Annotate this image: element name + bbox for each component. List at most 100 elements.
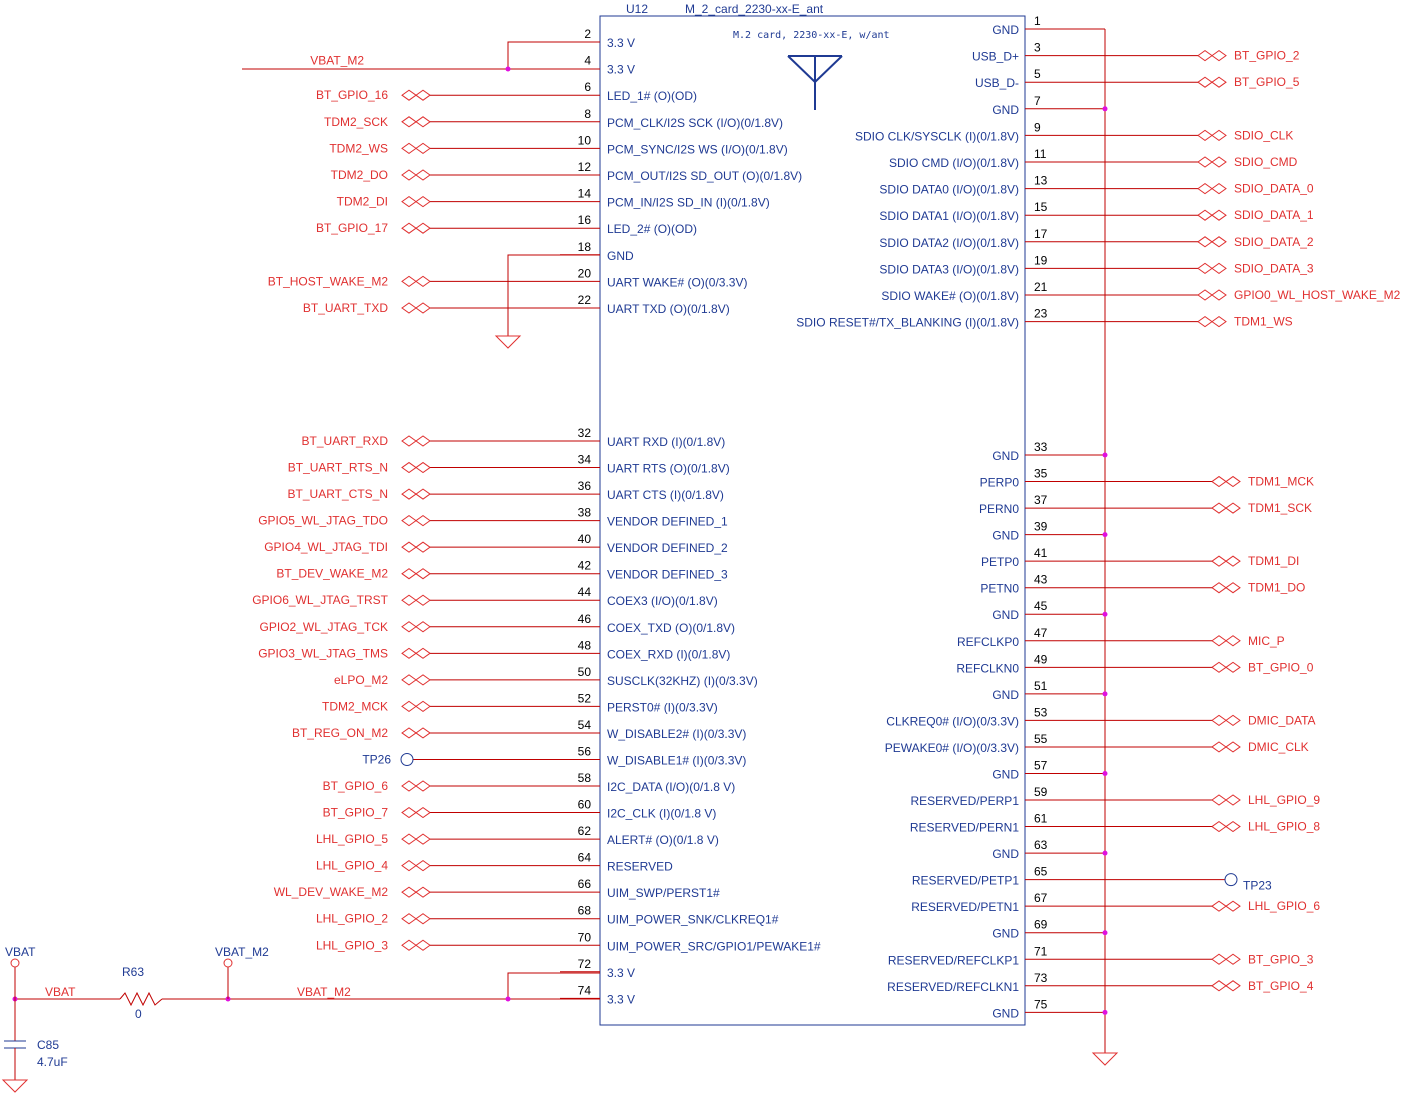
- net-label[interactable]: BT_GPIO_0: [1248, 660, 1314, 674]
- net-label[interactable]: GPIO0_WL_HOST_WAKE_M2: [1234, 288, 1401, 302]
- net-label[interactable]: LHL_GPIO_4: [316, 859, 388, 873]
- net-label[interactable]: BT_UART_RTS_N: [288, 461, 388, 475]
- port-icon: [415, 142, 431, 155]
- left-pin-2: 23.3 V: [560, 27, 635, 50]
- pin-name: PERN0: [979, 502, 1019, 516]
- net-label[interactable]: TDM1_MCK: [1248, 475, 1314, 489]
- net-label[interactable]: TDM2_WS: [329, 141, 388, 155]
- net-label[interactable]: GPIO3_WL_JTAG_TMS: [258, 646, 388, 660]
- net-label[interactable]: TDM2_DI: [337, 195, 388, 209]
- net-label[interactable]: BT_GPIO_4: [1248, 979, 1314, 993]
- net-label[interactable]: GPIO4_WL_JTAG_TDI: [264, 540, 388, 554]
- right-pin-5: USB_D-5BT_GPIO_5: [975, 67, 1300, 90]
- pin-name: UART RTS (O)(0/1.8V): [607, 462, 730, 476]
- pin-name: LED_1# (O)(OD): [607, 89, 697, 103]
- port-icon: [415, 886, 431, 898]
- port-icon: [1197, 156, 1213, 168]
- net-label[interactable]: TDM1_SCK: [1248, 501, 1312, 515]
- net-label[interactable]: SDIO_DATA_1: [1234, 208, 1314, 222]
- pin-number: 33: [1034, 440, 1048, 454]
- net-label[interactable]: TDM2_DO: [331, 168, 388, 182]
- net-label[interactable]: LHL_GPIO_3: [316, 938, 388, 952]
- net-label[interactable]: LHL_GPIO_2: [316, 912, 388, 926]
- net-label[interactable]: BT_GPIO_17: [316, 221, 388, 235]
- port-icon: [1211, 661, 1227, 673]
- net-label[interactable]: TDM1_DO: [1248, 581, 1305, 595]
- pin-name: GND: [992, 529, 1019, 543]
- cap-ref: C85: [37, 1038, 59, 1052]
- net-label[interactable]: DMIC_DATA: [1248, 713, 1316, 727]
- net-label[interactable]: LHL_GPIO_9: [1248, 793, 1320, 807]
- net-label[interactable]: BT_REG_ON_M2: [292, 726, 388, 740]
- pin-name: 3.3 V: [607, 992, 635, 1006]
- net-label[interactable]: eLPO_M2: [334, 673, 388, 687]
- port-icon: [415, 435, 431, 447]
- net-label[interactable]: GPIO2_WL_JTAG_TCK: [260, 620, 388, 634]
- pin-name: GND: [992, 927, 1019, 941]
- pin-name: PCM_IN/I2S SD_IN (I)(0/1.8V): [607, 196, 770, 210]
- left-pin-72: 723.3 V: [560, 957, 635, 980]
- pin-name: RESERVED: [607, 860, 673, 874]
- pin-number: 22: [578, 293, 592, 307]
- pin-number: 2: [584, 27, 591, 41]
- net-label[interactable]: BT_GPIO_16: [316, 88, 388, 102]
- net-label[interactable]: BT_UART_RXD: [302, 434, 389, 448]
- net-label[interactable]: SDIO_CLK: [1234, 128, 1293, 142]
- pin-number: 53: [1034, 705, 1048, 719]
- net-label[interactable]: VBAT_M2: [310, 54, 364, 68]
- port-icon: [415, 727, 431, 739]
- port-icon: [415, 302, 431, 314]
- net-label[interactable]: TDM2_MCK: [322, 699, 388, 713]
- pin-name: UART CTS (I)(0/1.8V): [607, 488, 724, 502]
- net-label[interactable]: BT_HOST_WAKE_M2: [268, 274, 389, 288]
- net-label[interactable]: TDM1_DI: [1248, 554, 1299, 568]
- net-label[interactable]: WL_DEV_WAKE_M2: [274, 885, 389, 899]
- net-label[interactable]: TDM1_WS: [1234, 315, 1293, 329]
- port-icon: [415, 621, 431, 633]
- right-pin-21: SDIO WAKE# (O)(0/1.8V)21GPIO0_WL_HOST_WA…: [881, 280, 1400, 303]
- net-label[interactable]: BT_UART_CTS_N: [288, 487, 388, 501]
- net-label[interactable]: MIC_P: [1248, 634, 1285, 648]
- net-label[interactable]: BT_GPIO_2: [1234, 49, 1300, 63]
- net-label[interactable]: LHL_GPIO_5: [316, 832, 388, 846]
- net-label[interactable]: DMIC_CLK: [1248, 740, 1309, 754]
- net-label[interactable]: GPIO5_WL_JTAG_TDO: [258, 514, 388, 528]
- net-label[interactable]: BT_GPIO_5: [1234, 75, 1300, 89]
- net-label[interactable]: LHL_GPIO_6: [1248, 899, 1320, 913]
- net-label[interactable]: SDIO_CMD: [1234, 155, 1298, 169]
- net-label[interactable]: LHL_GPIO_8: [1248, 820, 1320, 834]
- net-label[interactable]: SDIO_DATA_3: [1234, 261, 1314, 275]
- net-label[interactable]: BT_GPIO_7: [323, 806, 389, 820]
- net-label[interactable]: SDIO_DATA_0: [1234, 182, 1314, 196]
- net-label[interactable]: BT_GPIO_3: [1248, 952, 1314, 966]
- port-icon: [415, 594, 431, 606]
- port-icon: [1197, 76, 1213, 88]
- pin-number: 49: [1034, 652, 1048, 666]
- pin-name: PEWAKE0# (I/O)(0/3.3V): [885, 741, 1019, 755]
- net-label[interactable]: BT_UART_TXD: [303, 301, 388, 315]
- pin-number: 38: [578, 506, 592, 520]
- pin-name: UIM_SWP/PERST1#: [607, 886, 720, 900]
- pin-number: 60: [578, 798, 592, 812]
- pin-number: 17: [1034, 227, 1048, 241]
- pin-number: 55: [1034, 732, 1048, 746]
- pin-number: 42: [578, 559, 592, 573]
- net-label[interactable]: GPIO6_WL_JTAG_TRST: [252, 593, 388, 607]
- net-label[interactable]: TDM2_SCK: [324, 115, 388, 129]
- pin-name: VENDOR DEFINED_2: [607, 541, 728, 555]
- pin-number: 16: [578, 213, 592, 227]
- net-label[interactable]: BT_DEV_WAKE_M2: [276, 567, 388, 581]
- pin-number: 21: [1034, 280, 1048, 294]
- net-label[interactable]: BT_GPIO_6: [323, 779, 389, 793]
- net-label[interactable]: SDIO_DATA_2: [1234, 235, 1314, 249]
